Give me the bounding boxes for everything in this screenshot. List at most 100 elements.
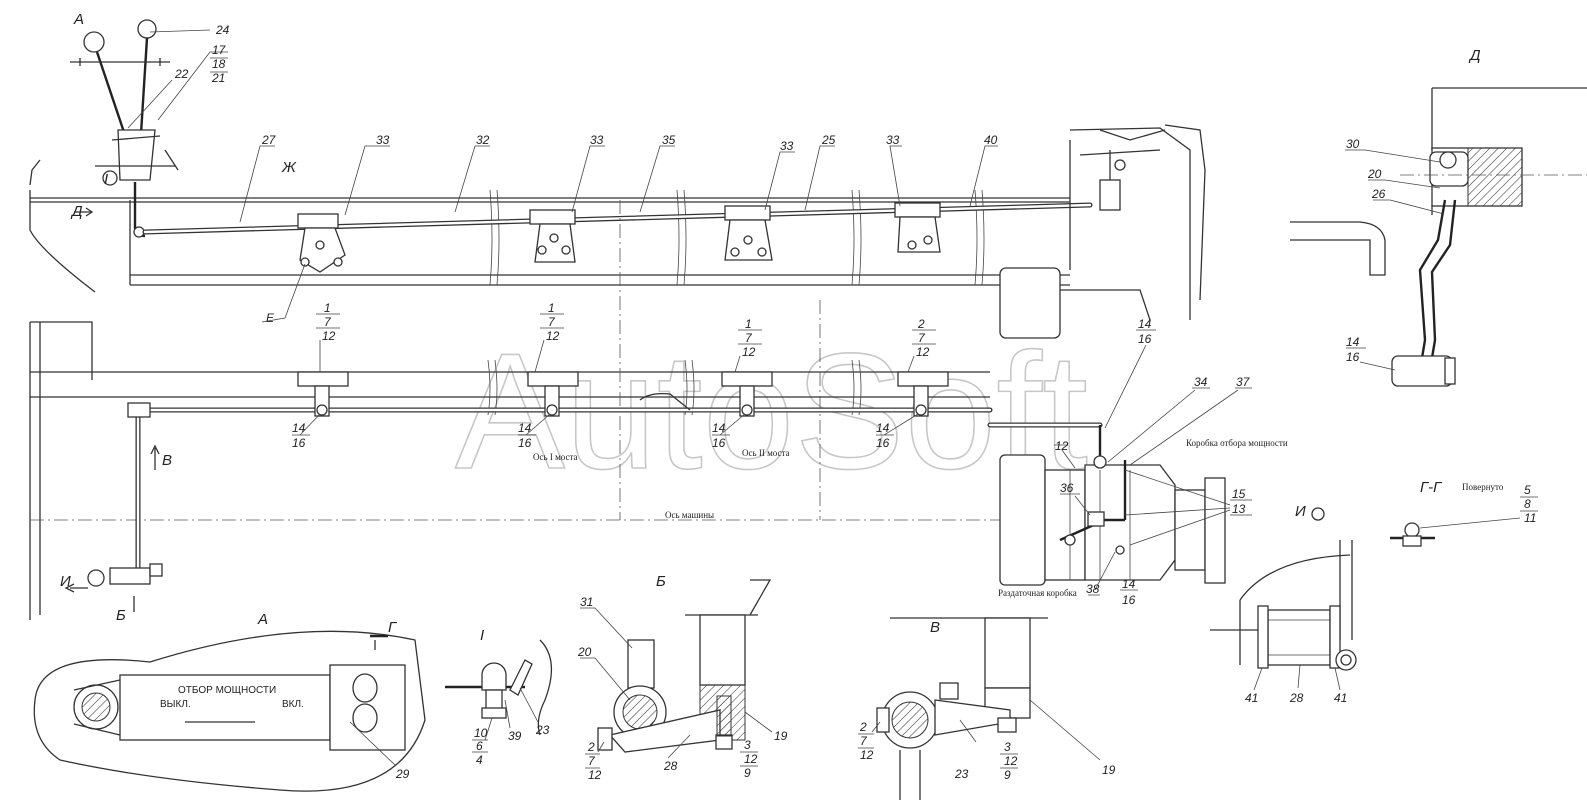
callout-t4-1: 14 — [876, 421, 890, 435]
label-arrow-d: Д — [70, 203, 83, 220]
callout-s1b-1: 1 — [548, 301, 555, 315]
callout-t1-2: 16 — [292, 436, 306, 450]
callout-b2-3: 12 — [588, 768, 602, 782]
callout-b20: 20 — [577, 645, 592, 659]
callout-t6-1: 14 — [1122, 577, 1136, 591]
callout-s1c-1: 1 — [745, 317, 752, 331]
callout-i41a: 41 — [1245, 691, 1258, 705]
callout-d20: 20 — [1367, 167, 1382, 181]
label-view-a: А — [257, 611, 268, 628]
callout-s2-1: 2 — [917, 317, 925, 331]
callout-s1a-1: 1 — [324, 301, 331, 315]
callout-s15-2: 13 — [1232, 502, 1246, 516]
callouts: 24 17 18 21 22 27 33 32 33 35 33 25 33 4… — [127, 23, 1538, 782]
callout-s1a-3: 12 — [322, 329, 336, 343]
detail-b — [597, 579, 772, 753]
callout-40: 40 — [984, 133, 998, 147]
callout-v2-2: 7 — [860, 734, 868, 748]
bracket-3 — [721, 371, 773, 417]
detail-v — [876, 617, 1048, 800]
callout-t5-2: 16 — [1138, 332, 1152, 346]
callout-r10: 10 — [474, 726, 488, 740]
callout-t1-1: 14 — [292, 421, 306, 435]
callout-t6-2: 16 — [1122, 593, 1136, 607]
callout-d14-1: 14 — [1346, 335, 1360, 349]
label-view-v: В — [930, 619, 940, 636]
callout-33c: 33 — [780, 139, 794, 153]
callout-t2-2: 16 — [518, 436, 532, 450]
callout-38: 38 — [1086, 582, 1100, 596]
label-cut-g: Г — [388, 619, 398, 636]
label-arrow-i: И — [60, 573, 71, 590]
caption-pto-box: Коробка отбора мощности — [1186, 438, 1288, 448]
label-arrow-v: В — [162, 452, 172, 469]
callout-t3-1: 14 — [712, 421, 726, 435]
detail-a-plate — [33, 630, 426, 792]
bracket-4 — [897, 371, 949, 417]
callout-d14-2: 16 — [1346, 350, 1360, 364]
callout-i28: 28 — [1289, 691, 1304, 705]
callout-t3-2: 16 — [712, 436, 726, 450]
bracket-1 — [297, 371, 349, 417]
label-section-g: Г-Г — [1420, 479, 1443, 496]
callout-s1a-2: 7 — [324, 315, 332, 329]
callout-r6: 6 — [476, 739, 483, 753]
section-g-g — [1390, 522, 1435, 547]
label-view-d: Д — [1468, 47, 1481, 64]
support-e — [297, 213, 346, 273]
frame-rail-top-view — [29, 159, 1070, 293]
callout-b19: 19 — [774, 729, 788, 743]
callout-33b: 33 — [590, 133, 604, 147]
callout-b2-1: 2 — [587, 740, 595, 754]
support-4 — [894, 202, 941, 253]
callout-v23: 23 — [954, 767, 969, 781]
view-arrows — [64, 444, 1325, 612]
callout-35: 35 — [662, 133, 676, 147]
pto-plate-text: ОТБОР МОЩНОСТИ ВЫКЛ. ВКЛ. — [160, 685, 304, 710]
caption-axle-1: Ось I моста — [533, 452, 578, 462]
callout-21: 21 — [211, 71, 225, 85]
callout-s1c-3: 12 — [742, 345, 756, 359]
callout-s2-3: 12 — [916, 345, 930, 359]
transfer-box-outline — [999, 124, 1206, 339]
callout-b31: 31 — [580, 595, 593, 609]
callout-b3-1: 3 — [744, 738, 751, 752]
support-2 — [529, 209, 576, 263]
callout-d26: 26 — [1371, 187, 1386, 201]
label-zh: Ж — [281, 159, 297, 176]
callout-g8: 8 — [1524, 497, 1531, 511]
plate-off: ВЫКЛ. — [160, 699, 191, 710]
caption-transfer-box: Раздаточная коробка — [998, 588, 1077, 598]
view-letters: А А Б Б В В Д Д Г-Г Г Повернуто Е Ж И И … — [60, 11, 1504, 644]
callout-b28: 28 — [663, 759, 678, 773]
plate-on: ВКЛ. — [282, 699, 304, 710]
callout-b3-2: 12 — [744, 752, 758, 766]
callout-24: 24 — [215, 23, 230, 37]
callout-18: 18 — [212, 57, 226, 71]
view-i-detail — [1210, 540, 1357, 671]
callout-37: 37 — [1236, 375, 1251, 389]
label-detail-roman-one: I — [480, 627, 484, 644]
callout-t2-1: 14 — [518, 421, 532, 435]
captions: Ось I моста Ось II моста Ось машины Коро… — [533, 438, 1288, 598]
label-roman-one: I — [104, 171, 108, 188]
callout-34: 34 — [1194, 375, 1208, 389]
callout-g11: 11 — [1524, 511, 1536, 525]
callout-v2-1: 2 — [859, 720, 867, 734]
label-g-rotated: Повернуто — [1462, 482, 1504, 492]
label-e: Е — [266, 311, 275, 325]
bracket-2 — [527, 371, 579, 417]
callout-g5: 5 — [1524, 483, 1531, 497]
callout-s15-1: 15 — [1232, 487, 1246, 501]
detail-i-plunger — [445, 639, 553, 736]
callout-v2-3: 12 — [860, 748, 874, 762]
callout-r4: 4 — [476, 753, 483, 767]
callout-v3-3: 9 — [1004, 768, 1011, 782]
callout-32: 32 — [476, 133, 490, 147]
callout-33a: 33 — [376, 133, 390, 147]
callout-v3-2: 12 — [1004, 754, 1018, 768]
label-view-b: Б — [656, 573, 666, 590]
view-d-detail — [1290, 87, 1587, 387]
callout-r39: 39 — [508, 729, 522, 743]
